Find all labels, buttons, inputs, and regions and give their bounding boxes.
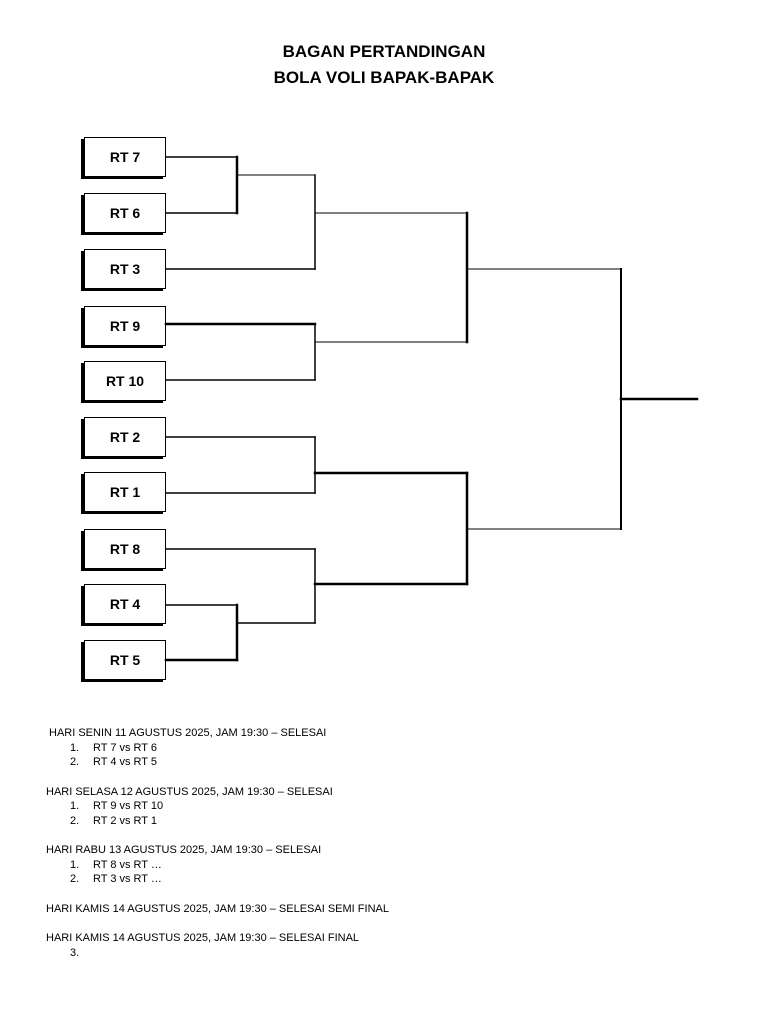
match-number: 2.	[70, 756, 80, 768]
match-text: RT 3 vs RT …	[93, 873, 162, 885]
match-text: RT 4 vs RT 5	[93, 756, 157, 768]
team-box-7: RT 1	[84, 472, 166, 512]
bracket-lines	[164, 155, 699, 662]
schedule-match: 3.	[46, 946, 726, 961]
match-text: RT 7 vs RT 6	[93, 741, 157, 754]
schedule-match: 2. RT 3 vs RT …	[46, 872, 726, 887]
schedule-day-5: HARI KAMIS 14 AGUSTUS 2025, JAM 19:30 – …	[46, 932, 360, 944]
page-subtitle: BOLA VOLI BAPAK-BAPAK	[273, 68, 495, 87]
schedule-match: 1. RT 9 vs RT 10	[46, 799, 726, 814]
schedule-day-2: HARI SELASA 12 AGUSTUS 2025, JAM 19:30 –…	[46, 785, 333, 798]
match-number: 1.	[70, 741, 80, 754]
match-number: 2.	[70, 873, 80, 885]
team-box-9: RT 4	[84, 584, 166, 624]
schedule-day-1: HARI SENIN 11 AGUSTUS 2025, JAM 19:30 – …	[49, 727, 327, 739]
page-title: BAGAN PERTANDINGAN	[282, 42, 486, 61]
team-box-5: RT 10	[84, 361, 166, 401]
match-number: 1.	[70, 858, 80, 871]
schedule-match: 1. RT 7 vs RT 6	[46, 741, 726, 756]
match-number: 3.	[70, 946, 80, 959]
schedule-day-4: HARI KAMIS 14 AGUSTUS 2025, JAM 19:30 – …	[46, 902, 389, 915]
schedule-match: 2. RT 4 vs RT 5	[46, 755, 726, 770]
schedule-match: 2. RT 2 vs RT 1	[46, 814, 726, 829]
match-text: RT 9 vs RT 10	[93, 800, 164, 812]
schedule-match: 1. RT 8 vs RT …	[46, 858, 726, 873]
match-text: RT 8 vs RT …	[93, 858, 162, 871]
match-number: 1.	[70, 800, 80, 812]
schedule: HARI SENIN 11 AGUSTUS 2025, JAM 19:30 – …	[46, 726, 726, 960]
match-number: 2.	[70, 814, 80, 827]
team-box-4: RT 9	[84, 306, 166, 346]
match-text: RT 2 vs RT 1	[93, 814, 157, 827]
schedule-day-3: HARI RABU 13 AGUSTUS 2025, JAM 19:30 – S…	[46, 844, 322, 856]
